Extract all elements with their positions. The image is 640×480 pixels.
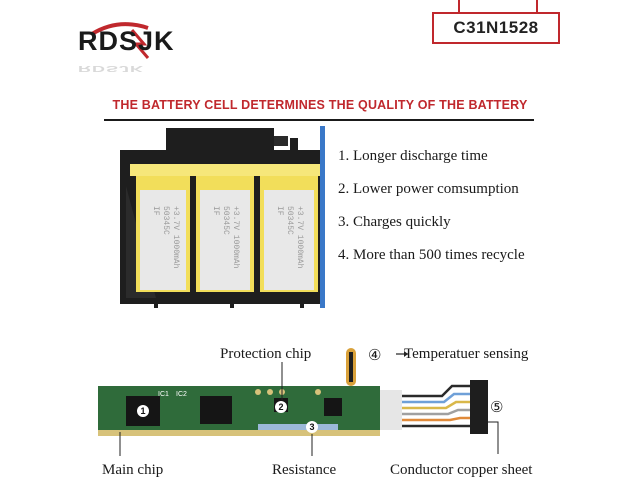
label-temp-marker: ④	[368, 348, 382, 364]
pcb-plate	[380, 390, 402, 430]
cell-1-face	[140, 190, 186, 290]
blue-edge	[320, 126, 325, 308]
cell-2-print-1: IF	[211, 206, 220, 216]
pad	[315, 389, 321, 395]
feature-item: 1. Longer discharge time	[338, 148, 488, 164]
badge-2	[275, 401, 287, 413]
brand-name: RDSJK	[78, 26, 175, 56]
cell-2-face	[200, 190, 250, 290]
mosfet-chip	[324, 398, 342, 416]
model-label: C31N1528	[453, 18, 539, 37]
connector-tab	[274, 136, 288, 146]
cell-1-print-3: +3.7V 1000mAh	[171, 206, 180, 269]
label-temp-sensing: Temperatuer sensing	[404, 346, 529, 362]
ic-label-1: IC1	[158, 391, 169, 398]
cell-3-face	[264, 190, 314, 290]
model-tab-right	[536, 0, 538, 14]
label-resistance: Resistance	[272, 462, 337, 478]
headline-rule	[104, 119, 534, 121]
connector-pin	[290, 138, 298, 156]
feature-item: 3. Charges quickly	[338, 214, 451, 230]
label-copper-sheet: Conductor copper sheet	[390, 462, 533, 478]
battery-pack-image: IF 50345C +3.7V 1000mAh IF 50345C +3.7V …	[120, 126, 325, 308]
label-main-chip: Main chip	[102, 462, 164, 478]
pad	[255, 389, 261, 395]
pack-foot-1	[154, 302, 158, 308]
pcb-image: IC1 IC2 1 2 3	[98, 348, 499, 456]
badge-1-label: 1	[140, 406, 145, 416]
cell-1-print-2: 50345C	[161, 206, 170, 235]
badge-3	[306, 421, 318, 433]
cell-1-print-1: IF	[151, 206, 160, 216]
feature-list: 1. Longer discharge time 2. Lower power …	[338, 148, 525, 280]
brand-logo: RDSJK RDSJK	[78, 22, 228, 74]
pad	[267, 389, 273, 395]
brand-reflection: RDSJK	[78, 64, 145, 74]
wire-bundle	[402, 384, 472, 428]
cable-connector	[470, 380, 488, 434]
cell-2-print-2: 50345C	[221, 206, 230, 235]
badge-2-label: 2	[278, 402, 283, 412]
logo-swoosh-icon	[90, 22, 150, 59]
resistor	[258, 424, 338, 430]
cell-3-print-3: +3.7V 1000mAh	[295, 206, 304, 269]
ic-label-2: IC2	[176, 391, 187, 398]
model-tab-left	[458, 0, 460, 14]
ic2-chip	[200, 396, 232, 424]
callout-lines	[119, 362, 499, 456]
temp-arrowhead-icon	[404, 351, 408, 357]
cell-3-print-1: IF	[275, 206, 284, 216]
model-label-box: C31N1528	[432, 12, 560, 44]
tape-band	[130, 164, 320, 176]
headline: THE BATTERY CELL DETERMINES THE QUALITY …	[112, 98, 528, 112]
cell-2-print-3: +3.7V 1000mAh	[231, 206, 240, 269]
cell-3-print-2: 50345C	[285, 206, 294, 235]
label-protection-chip: Protection chip	[220, 346, 312, 362]
pack-foot-2	[230, 302, 234, 308]
badge-3-label: 3	[309, 422, 314, 432]
pcb-edge	[98, 430, 380, 436]
feature-item: 2. Lower power comsumption	[338, 181, 519, 197]
feature-item: 4. More than 500 times recycle	[338, 247, 525, 263]
badge-1	[137, 405, 149, 417]
pack-foot-3	[300, 302, 304, 308]
thermistor-core	[349, 352, 353, 382]
label-copper-marker: ⑤	[490, 400, 504, 416]
